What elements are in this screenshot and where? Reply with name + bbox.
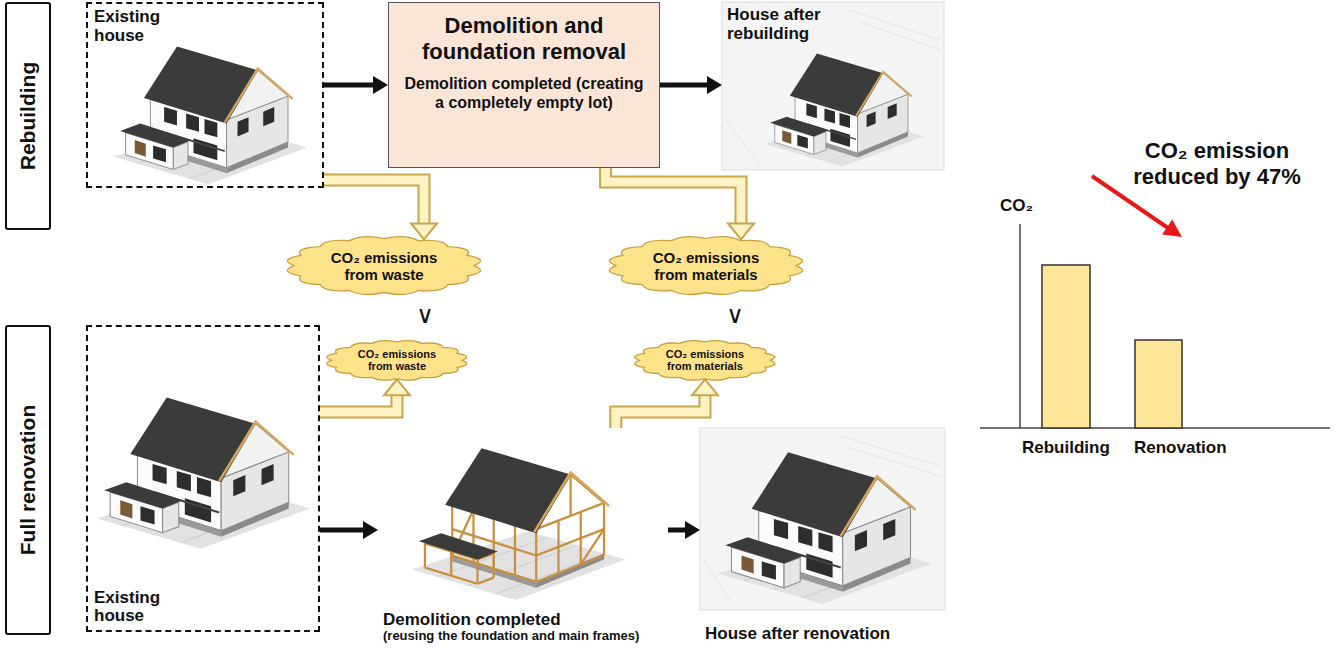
node-text: Full renovation — [16, 405, 39, 556]
cloud-outline — [635, 340, 775, 380]
arrow-line — [320, 528, 363, 533]
arrowhead — [411, 223, 437, 239]
category-label: Rebuilding — [1022, 438, 1110, 458]
node-text: Existing house — [94, 8, 184, 45]
flow-arrow — [660, 76, 722, 94]
row-label-box: Rebuilding — [5, 2, 51, 230]
node-text: CO₂ emissions from materials — [646, 249, 766, 284]
emission-cloud: CO₂ emissions from waste — [283, 234, 485, 297]
arrow-outline — [324, 180, 424, 223]
emission-cloud: CO₂ emissions from waste — [323, 338, 471, 383]
flow-arrow — [668, 521, 700, 539]
node-text: Existing house — [94, 589, 184, 626]
row-label-box: Full renovation — [5, 325, 51, 635]
renovated-house-picture — [718, 452, 931, 604]
emission-arrow — [324, 180, 437, 239]
house-panel: Existing house — [86, 325, 320, 632]
arrow-line — [660, 83, 707, 88]
existing-house-picture — [97, 397, 310, 548]
frame-panel: Demolition completed(reusing the foundat… — [378, 428, 668, 648]
bar — [1135, 340, 1182, 428]
category-label: Renovation — [1134, 438, 1227, 458]
cloud-outline — [327, 340, 467, 380]
arrowhead — [728, 223, 754, 239]
emission-arrow — [606, 168, 754, 239]
node-text: CO₂ emissions from waste — [324, 249, 444, 284]
node-text: Demolition and foundation removal — [399, 13, 649, 66]
comparison-symbol: ∨ — [726, 303, 744, 327]
bar-chart — [980, 176, 1330, 428]
arrow-body — [616, 395, 705, 428]
chart-headline: CO₂ emission reduced by 47% — [1128, 138, 1306, 191]
axis-label: CO₂ — [1000, 196, 1033, 216]
arrowhead — [384, 379, 410, 395]
node-text: CO₂ emissions from materials — [662, 348, 748, 372]
arrow-body — [606, 168, 741, 223]
picture-ground — [722, 2, 944, 170]
bar — [1042, 265, 1090, 428]
flow-arrow — [320, 521, 378, 539]
house-panel: House after rebuilding — [722, 2, 944, 170]
frame-picture — [412, 448, 625, 600]
arrow-line — [668, 528, 685, 533]
node-subtext: (reusing the foundation and main frames) — [383, 629, 639, 644]
process-box: Demolition and foundation removalDemolit… — [388, 2, 660, 168]
node-text: CO₂ emissions from waste — [354, 348, 440, 372]
rebuilt-house-picture — [765, 54, 924, 167]
arrowhead — [707, 76, 722, 94]
comparison-symbol: ∨ — [416, 303, 434, 327]
y-axis — [1019, 224, 1021, 428]
arrowhead — [685, 521, 700, 539]
arrow-line — [324, 83, 373, 88]
arrow-outline — [616, 395, 705, 428]
cloud-outline — [609, 237, 802, 295]
picture-ground — [700, 428, 945, 610]
cloud-outline — [287, 237, 480, 295]
arrow-outline — [320, 395, 397, 412]
emission-arrow — [616, 379, 718, 428]
emission-cloud: CO₂ emissions from materials — [605, 234, 807, 297]
node-text: Rebuilding — [16, 62, 39, 171]
arrowhead — [692, 379, 718, 395]
house-panel: Existing house — [86, 2, 324, 188]
trend-arrowhead — [1162, 220, 1182, 238]
emission-arrow — [320, 379, 410, 412]
node-subtext: Demolition completed (creating a complet… — [399, 74, 649, 112]
house-panel: House after renovation — [700, 428, 945, 648]
emission-cloud: CO₂ emissions from materials — [631, 338, 779, 383]
arrow-body — [324, 180, 424, 223]
node-text: Demolition completed — [383, 610, 561, 630]
arrowhead — [373, 76, 388, 94]
arrowhead — [363, 521, 378, 539]
flow-arrow — [324, 76, 388, 94]
node-text: House after rebuilding — [727, 6, 837, 43]
arrow-outline — [606, 168, 741, 223]
existing-house-picture — [114, 47, 308, 185]
arrow-body — [320, 395, 397, 412]
node-text: House after renovation — [705, 624, 890, 644]
